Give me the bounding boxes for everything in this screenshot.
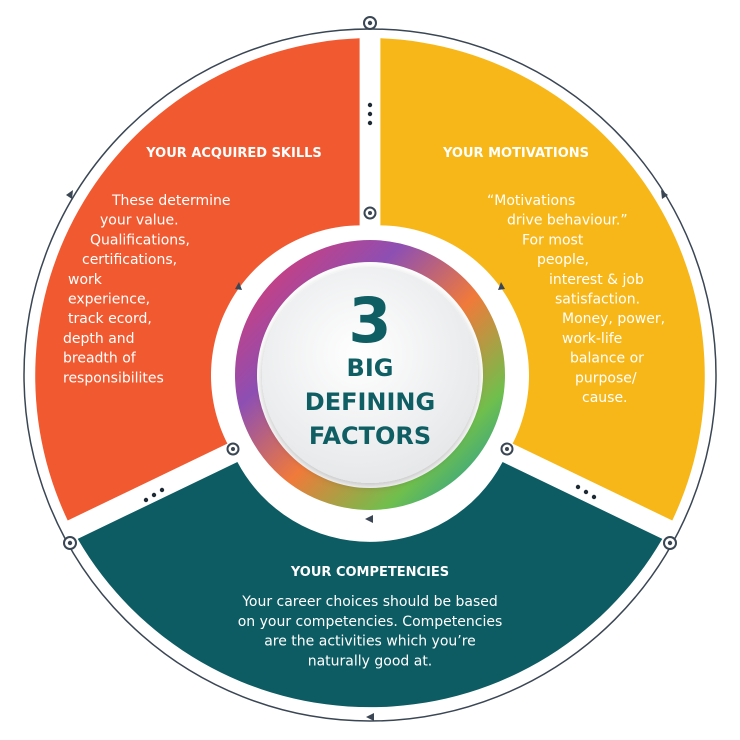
skills-line: your value. [100, 213, 179, 229]
inner-node-right [500, 442, 514, 456]
motivations-line: satisfaction. [555, 292, 640, 308]
motivations-line: cause. [582, 390, 628, 406]
ring-arrow-icon [661, 190, 668, 199]
competencies-line: Your career choices should be based [241, 594, 498, 610]
gradient-ring [235, 240, 505, 510]
dot-trail-top [367, 102, 373, 126]
center-line-1: BIG [347, 354, 394, 382]
center-line-3: FACTORS [309, 422, 431, 450]
motivations-description: “Motivations drive behaviour.” For most peo… [487, 193, 665, 406]
inner-arrow-icon [498, 282, 505, 290]
segment-motivations [380, 38, 705, 521]
center-line-2: DEFINING [305, 388, 435, 416]
inner-node-top [363, 206, 377, 220]
competencies-line: on your competencies. Competencies [238, 614, 503, 630]
competencies-line: are the activities which you’re [264, 634, 476, 650]
competencies-line: naturally good at. [308, 653, 433, 669]
motivations-line: “Motivations [487, 193, 575, 209]
motivations-title: YOUR MOTIVATIONS [442, 146, 589, 161]
center-disc [262, 267, 478, 483]
dot-trail-right [575, 484, 597, 500]
segment-skills [35, 38, 360, 521]
inner-arrow-icon [235, 282, 242, 290]
motivations-line: For most [522, 232, 584, 248]
skills-line: work [68, 272, 103, 288]
competencies-title: YOUR COMPETENCIES [290, 565, 449, 580]
skills-line: breadth of [63, 351, 137, 367]
skills-line: Qualifications, [90, 232, 190, 248]
motivations-line: drive behaviour.” [507, 213, 628, 229]
skills-line: depth and [63, 331, 135, 347]
skills-line: experience, [68, 292, 150, 308]
skills-line: These determine [111, 193, 231, 209]
connector-node-top [363, 16, 377, 30]
motivations-line: purpose/ [575, 370, 637, 386]
motivations-line: interest & job [549, 272, 644, 288]
dot-trail-left [143, 487, 165, 503]
skills-line: track ecord, [68, 311, 152, 327]
inner-node-left [226, 442, 240, 456]
motivations-line: people, [537, 252, 589, 268]
skills-description: These determine your value. Qualifications… [63, 193, 231, 386]
motivations-line: work-life [562, 331, 622, 347]
motivations-line: Money, power, [562, 311, 665, 327]
center-number: 3 [348, 284, 391, 357]
ring-arrow-icon [66, 190, 73, 199]
segment-competencies [77, 462, 663, 708]
ring-arrow-icon [366, 713, 374, 721]
skills-line: certifications, [82, 252, 177, 268]
skills-line: responsibilites [63, 370, 164, 386]
inner-arrow-icon [365, 515, 373, 523]
motivations-line: balance or [570, 351, 644, 367]
connector-node-right [663, 536, 677, 550]
skills-title: YOUR ACQUIRED SKILLS [145, 146, 322, 161]
competencies-description: Your career choices should be based on yo… [238, 594, 503, 669]
connector-node-left [63, 536, 77, 550]
